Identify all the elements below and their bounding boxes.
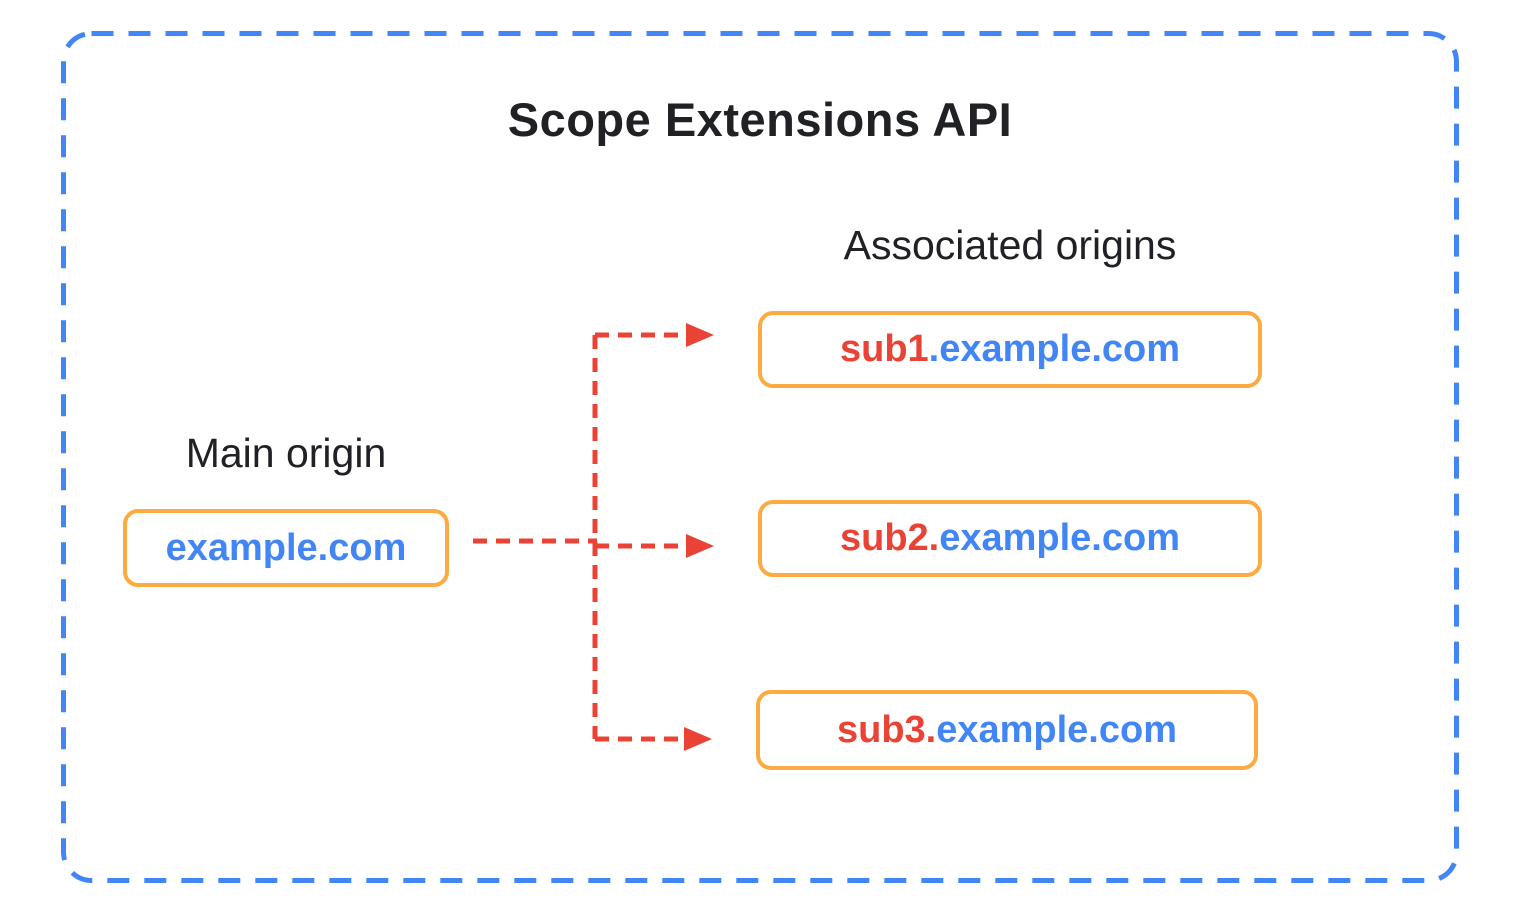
main-origin-label: Main origin (185, 430, 387, 476)
dashed-boundary (61, 31, 1459, 883)
arrow-lines (473, 332, 686, 742)
arrowheads (684, 323, 714, 751)
sub2-prefix: sub2. (839, 517, 940, 559)
arrowhead-sub3-icon (684, 727, 712, 751)
sub1-suffix: .example.com (928, 328, 1181, 370)
origin-box-sub2: sub2.example.com (758, 500, 1262, 577)
main-origin-domain: example.com (165, 526, 407, 569)
sub1-prefix: sub1 (839, 328, 929, 370)
sub3-suffix: example.com (936, 708, 1178, 751)
origin-box-sub3: sub3.example.com (756, 690, 1258, 770)
sub3-prefix: sub3. (836, 708, 937, 751)
diagram-title: Scope Extensions API (507, 93, 1013, 146)
origin-box-sub1: sub1.example.com (758, 311, 1262, 388)
arrowhead-sub1-icon (686, 323, 714, 347)
main-origin-box: example.com (123, 509, 449, 587)
sub2-suffix: example.com (939, 517, 1181, 559)
arrowhead-sub2-icon (686, 534, 714, 558)
associated-origins-label: Associated origins (843, 222, 1177, 268)
